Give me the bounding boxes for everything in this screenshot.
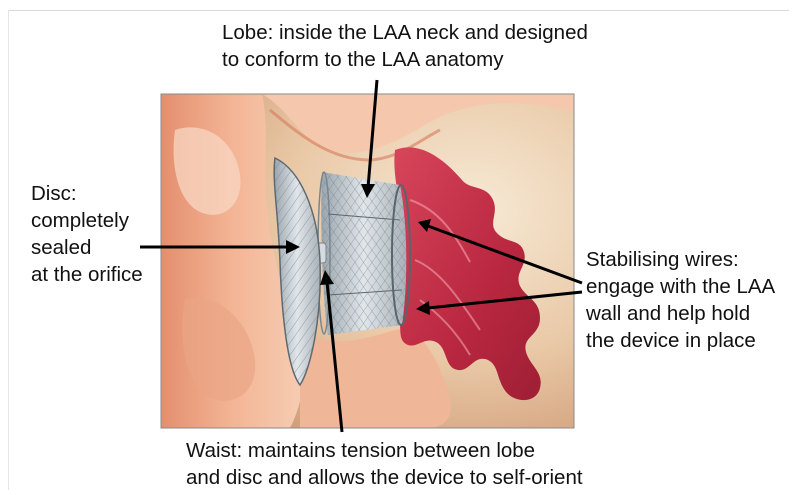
stabilising-wires-label: Stabilising wires: engage with the LAA w… [586, 246, 775, 354]
lobe-label: Lobe: inside the LAA neck and designed t… [222, 19, 588, 73]
anatomy-render [161, 94, 574, 428]
waist-label: Waist: maintains tension between lobe an… [186, 437, 583, 491]
disc-label-line-2: completely [31, 207, 143, 234]
disc-label-line-4: at the orifice [31, 261, 143, 288]
disc-label-line-1: Disc: [31, 180, 143, 207]
device-lobe [318, 172, 410, 335]
disc-label: Disc: completely sealed at the orifice [31, 180, 143, 288]
waist-label-line-1: Waist: maintains tension between lobe [186, 437, 583, 464]
lobe-label-line-2: to conform to the LAA anatomy [222, 46, 588, 73]
lobe-label-line-1: Lobe: inside the LAA neck and designed [222, 19, 588, 46]
wires-label-line-1: Stabilising wires: [586, 246, 775, 273]
wires-label-line-2: engage with the LAA [586, 273, 775, 300]
wires-label-line-4: the device in place [586, 327, 775, 354]
wires-label-line-3: wall and help hold [586, 300, 775, 327]
waist-label-line-2: and disc and allows the device to self-o… [186, 464, 583, 491]
disc-label-line-3: sealed [31, 234, 143, 261]
